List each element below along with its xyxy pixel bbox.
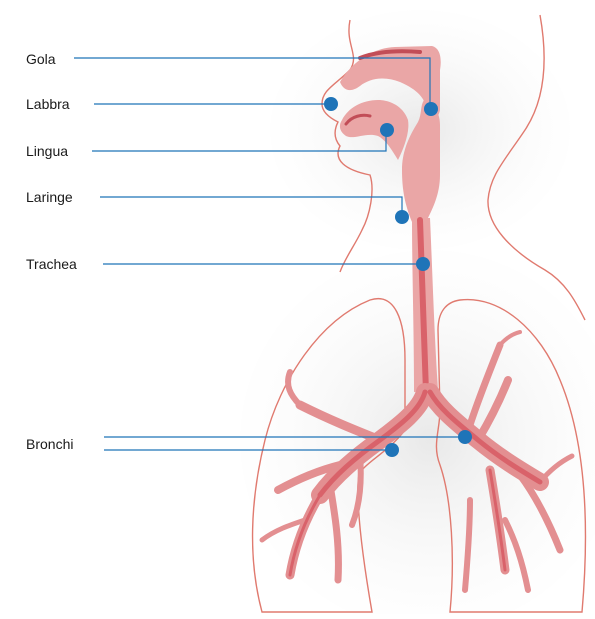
dot-bronchi-right — [458, 430, 472, 444]
dot-gola — [424, 102, 438, 116]
dot-trachea — [416, 257, 430, 271]
label-gola: Gola — [26, 51, 56, 67]
label-labbra: Labbra — [26, 96, 70, 112]
label-bronchi: Bronchi — [26, 436, 73, 452]
label-laringe: Laringe — [26, 189, 73, 205]
label-trachea: Trachea — [26, 256, 77, 272]
dot-bronchi-left — [385, 443, 399, 457]
dot-lingua — [380, 123, 394, 137]
dot-labbra — [324, 97, 338, 111]
dot-laringe — [395, 210, 409, 224]
label-lingua: Lingua — [26, 143, 68, 159]
